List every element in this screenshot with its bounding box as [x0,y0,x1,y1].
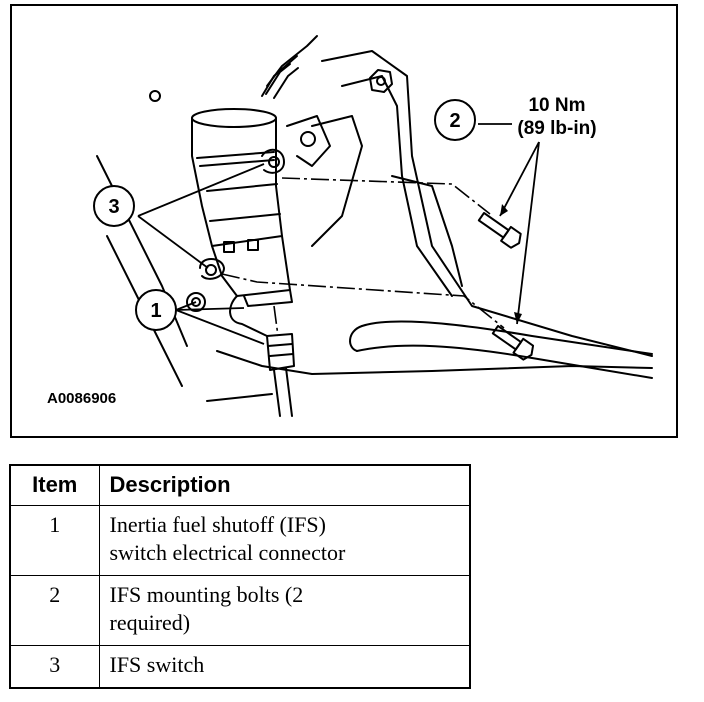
callout-1-circle [135,289,177,331]
table-row: 2 IFS mounting bolts (2 required) [9,574,471,646]
callout-3-label: 3 [108,196,119,218]
torque-spec-lbin: (89 lb-in) [517,118,596,139]
ifs-switch-illustration: 3 2 1 10 Nm (89 lb-in) A0086906 [47,35,653,417]
item-number: 2 [9,574,100,646]
description-line: switch electrical connector [109,539,346,565]
legend-table: Item Description 1 Inertia fuel shutoff … [9,464,471,689]
header-description: Description [98,464,471,506]
callout-1-label: 1 [150,300,161,322]
callout-2-label: 2 [449,110,460,132]
item-description: IFS switch [98,644,471,688]
description-line: IFS mounting bolts (2 [109,581,304,607]
callout-2-circle [434,99,476,141]
item-description: IFS mounting bolts (2 required) [98,574,471,646]
item-number: 3 [9,644,100,688]
callout-3-circle [93,185,135,227]
description-line: Inertia fuel shutoff (IFS) [109,511,327,537]
diagram-figure: 3 2 1 10 Nm (89 lb-in) A0086906 [10,4,678,438]
description-line: IFS switch [109,651,205,677]
table-row: 3 IFS switch [9,644,471,688]
item-number: 1 [9,504,100,576]
item-description: Inertia fuel shutoff (IFS) switch electr… [98,504,471,576]
legend-header-row: Item Description [9,464,471,506]
header-item: Item [9,464,100,506]
description-line: required) [109,609,191,635]
torque-spec-nm: 10 Nm [528,95,585,116]
figure-id: A0086906 [47,390,116,407]
table-row: 1 Inertia fuel shutoff (IFS) switch elec… [9,504,471,576]
